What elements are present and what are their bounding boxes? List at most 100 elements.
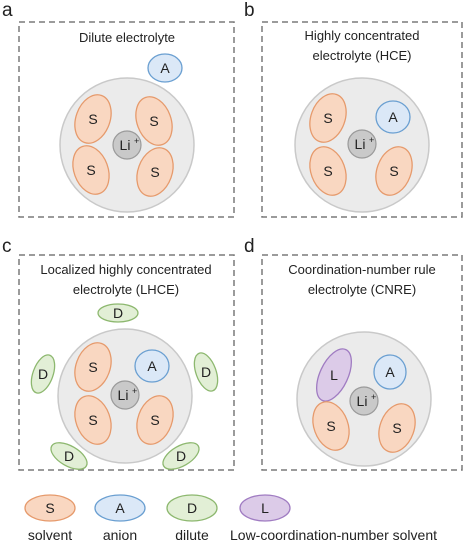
- solvent-d-2: S: [378, 403, 416, 453]
- anion-a-free: A: [147, 53, 183, 83]
- li-ion-d: Li+: [349, 386, 379, 416]
- solvent-shape: [72, 145, 110, 195]
- solvent-shape: [74, 94, 112, 144]
- panel-d-title-line1: Coordination-number rule: [288, 262, 435, 277]
- anion-shape: [373, 354, 407, 390]
- solvent-symbol: S: [326, 418, 335, 434]
- solvent-symbol: S: [150, 164, 159, 180]
- solvent-shape: [74, 395, 112, 445]
- legend-swatch-dilute: [166, 494, 218, 522]
- anion-shape: [375, 100, 411, 134]
- panel-a-frame: [18, 21, 235, 218]
- solvent-a-2: S: [135, 96, 173, 146]
- solvent-shape: [136, 395, 174, 445]
- solvent-shape: [136, 147, 174, 197]
- anion-symbol: A: [385, 364, 395, 380]
- solvent-symbol: S: [150, 412, 159, 428]
- solvent-shape: [378, 403, 416, 453]
- legend: SsolventAanionDdiluteLLow-coordination-n…: [24, 494, 437, 543]
- legend-symbol-dilute: D: [187, 500, 197, 516]
- anion-d-1: A: [373, 354, 407, 390]
- dilute-symbol: D: [38, 366, 48, 382]
- anion-b-1: A: [375, 100, 411, 134]
- solvent-symbol: S: [88, 412, 97, 428]
- dilute-c-bottom-right: D: [162, 442, 200, 470]
- solvent-b-1: S: [309, 93, 347, 143]
- solvent-a-1: S: [74, 94, 112, 144]
- dilute-shape: [193, 352, 219, 392]
- li-ion-shape: [349, 386, 379, 416]
- solvent-a-3: S: [72, 145, 110, 195]
- panel-c-title-line1: Localized highly concentrated: [40, 262, 211, 277]
- li-ion-charge: +: [369, 135, 374, 145]
- li-ion-b: Li+: [347, 129, 377, 159]
- anion-symbol: A: [388, 109, 398, 125]
- legend-swatch-low_coord: [239, 494, 291, 522]
- lithium-ions: Li+Li+Li+Li+: [110, 129, 379, 416]
- solvent-shape: [309, 146, 347, 196]
- li-ion-charge: +: [371, 392, 376, 402]
- dilute-symbol: D: [64, 448, 74, 464]
- li-ion-symbol: Li: [355, 136, 366, 152]
- dilute-c-bottom-left: D: [50, 442, 88, 470]
- solvent-b-2: S: [309, 146, 347, 196]
- low-coord-solvent-d-1: L: [316, 348, 352, 402]
- solvent-symbol: S: [88, 359, 97, 375]
- dilute-c-left: D: [30, 354, 56, 394]
- dilute-c-right: D: [193, 352, 219, 392]
- panel-b-title-line1: Highly concentrated: [305, 28, 420, 43]
- panel-d-frame: [261, 254, 463, 471]
- solvent-shape: [312, 401, 350, 451]
- panel-b-title-line2: electrolyte (HCE): [313, 48, 412, 63]
- dilute-symbol: D: [201, 364, 211, 380]
- solvent-c-2: S: [74, 395, 112, 445]
- li-ion-symbol: Li: [120, 137, 131, 153]
- panel-c-frame: [18, 254, 235, 471]
- anion-shape: [147, 53, 183, 83]
- solvent-c-1: S: [74, 342, 112, 392]
- solvent-symbol: S: [88, 111, 97, 127]
- li-ion-symbol: Li: [118, 387, 129, 403]
- panel-d-label: d: [244, 236, 255, 257]
- solvent-symbol: S: [389, 163, 398, 179]
- li-ion-c: Li+: [110, 380, 140, 410]
- solvent-a-4: S: [136, 147, 174, 197]
- panel-b-frame: [261, 21, 463, 218]
- li-ion-shape: [110, 380, 140, 410]
- solvent-shape: [309, 93, 347, 143]
- panel-a-title: Dilute electrolyte: [79, 30, 175, 45]
- panel-c-label: c: [2, 236, 12, 257]
- panel-d-title-line2: electrolyte (CNRE): [308, 282, 416, 297]
- solvent-symbol: S: [86, 162, 95, 178]
- dilute-symbol: D: [113, 305, 123, 321]
- dilute-shape: [30, 354, 56, 394]
- li-ion-shape: [112, 130, 142, 160]
- legend-label-dilute: dilute: [175, 527, 209, 543]
- solvent-b-3: S: [375, 146, 413, 196]
- anion-symbol: A: [147, 358, 157, 374]
- solvent-symbol: S: [323, 110, 332, 126]
- solvent-symbol: S: [392, 420, 401, 436]
- li-ion-charge: +: [132, 386, 137, 396]
- low_coord-symbol: L: [330, 367, 338, 383]
- legend-label-solvent: solvent: [28, 527, 72, 543]
- panel-c-title-line2: electrolyte (LHCE): [73, 282, 179, 297]
- dilute-c-top: D: [97, 303, 139, 323]
- dilute-shape: [162, 442, 200, 470]
- li-ion-shape: [347, 129, 377, 159]
- low_coord-shape: [316, 348, 352, 402]
- anion-symbol: A: [160, 60, 170, 76]
- legend-label-low_coord: Low-coordination-number solvent: [230, 527, 437, 543]
- panel-a-label: a: [2, 0, 13, 21]
- li-ion-charge: +: [134, 136, 139, 146]
- li-ion-symbol: Li: [357, 393, 368, 409]
- solvent-symbol: S: [149, 113, 158, 129]
- li-ion-a: Li+: [112, 130, 142, 160]
- legend-symbol-anion: A: [115, 500, 125, 516]
- solvent-shape: [74, 342, 112, 392]
- solvent-symbol: S: [323, 163, 332, 179]
